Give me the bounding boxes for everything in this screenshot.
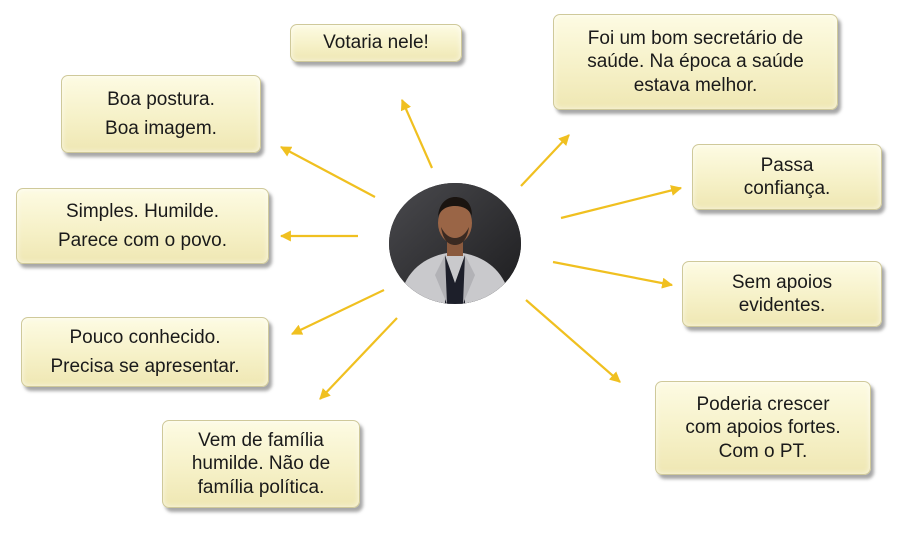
note-line: Boa postura. (107, 88, 215, 110)
note-line: Vem de família (198, 430, 324, 452)
note-line: confiança. (743, 178, 831, 199)
note-line: Foi um bom secretário de (587, 28, 804, 50)
note-line: evidentes. (738, 295, 826, 316)
arrow-confianca (560, 185, 683, 220)
note-line: Sem apoios (731, 271, 833, 293)
note-line: saúde. Na época a saúde (587, 51, 804, 73)
note-bom-secretario: Foi um bom secretário de saúde. Na época… (553, 14, 838, 110)
note-boa-postura: Boa postura. Boa imagem. (61, 75, 261, 153)
note-simples: Simples. Humilde. Parece com o povo. (16, 188, 269, 264)
note-line: Votaria nele! (323, 32, 429, 54)
note-line: família política. (197, 476, 325, 498)
note-line: Simples. Humilde. (65, 200, 220, 222)
note-line: com apoios fortes. (685, 417, 841, 439)
note-familia: Vem de família humilde. Não de família p… (162, 420, 360, 508)
note-pouco-conhecido: Pouco conhecido. Precisa se apresentar. (21, 317, 269, 387)
person-portrait-icon (389, 183, 521, 304)
arrow-bom-secretario (520, 134, 570, 187)
note-line: estava melhor. (633, 74, 758, 96)
note-line: Passa (760, 154, 814, 176)
note-line: Boa imagem. (105, 118, 217, 139)
arrow-sem-apoios (552, 260, 674, 289)
note-line: Precisa se apresentar. (50, 356, 240, 377)
person-portrait-drawing (389, 183, 521, 304)
arrow-votaria (400, 98, 434, 169)
note-line: Pouco conhecido. (69, 326, 221, 348)
note-line: Parece com o povo. (58, 230, 227, 251)
note-line: Poderia crescer (696, 394, 830, 416)
note-poderia-crescer: Poderia crescer com apoios fortes. Com o… (655, 381, 871, 475)
arrow-boa-postura (280, 146, 376, 198)
note-votaria: Votaria nele! (290, 24, 462, 62)
note-confianca: Passa confiança. (692, 144, 882, 210)
arrow-familia (319, 317, 398, 400)
note-line: humilde. Não de (191, 453, 331, 475)
note-line: Com o PT. (718, 440, 808, 462)
arrow-pouco-conhecido (291, 289, 385, 335)
note-sem-apoios: Sem apoios evidentes. (682, 261, 882, 327)
arrow-poderia-crescer (525, 299, 621, 383)
